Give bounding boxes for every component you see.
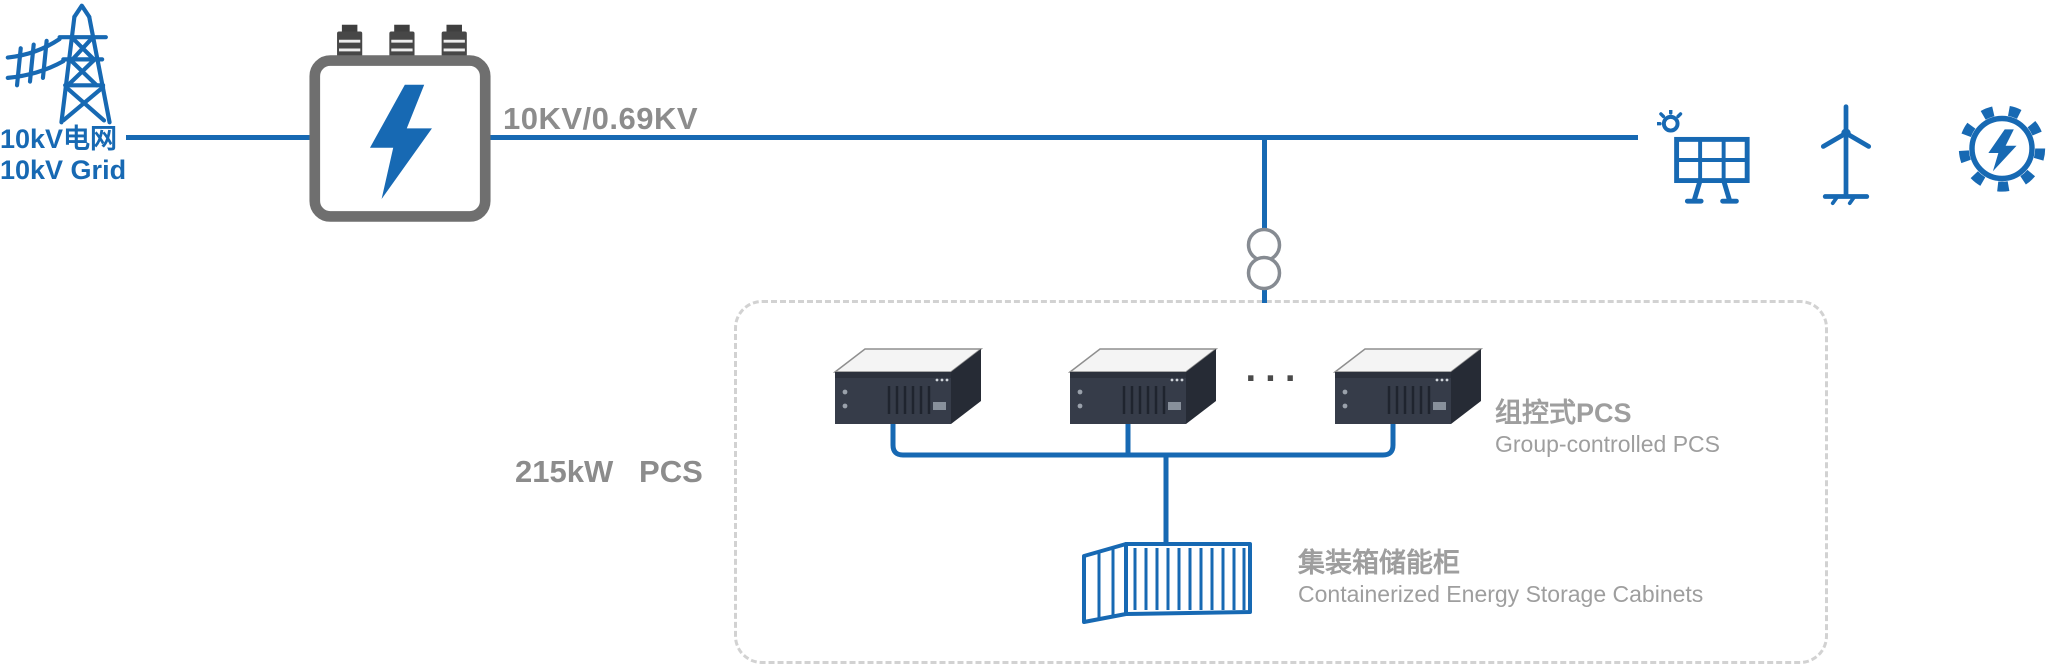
voltage-label: 10KV/0.69KV [503, 101, 699, 136]
grid-label: 10kV电网 10kV Grid [0, 124, 170, 186]
storage-container-icon [1082, 542, 1252, 624]
pcs-group-label: 组控式PCS Group-controlled PCS [1495, 398, 1825, 459]
grid-drop-line [1262, 137, 1267, 303]
winding-symbol-icon [1246, 227, 1282, 291]
gear-teeth [1958, 105, 2046, 192]
pcs-group-label-zh: 组控式PCS [1495, 398, 1632, 428]
pcs-unit-icon [833, 348, 983, 424]
transmission-tower-icon [5, 3, 112, 125]
lightning-bolt-icon [1988, 129, 2017, 172]
wind-turbine-icon [1820, 104, 1872, 206]
storage-system-boundary [734, 300, 1828, 664]
pcs-unit-icon [1333, 348, 1483, 424]
pcs-bus-connector [890, 424, 1396, 546]
generator-gear-icon [1958, 105, 2046, 192]
storage-label-en: Containerized Energy Storage Cabinets [1298, 581, 1704, 607]
pcs-unit-icon [1068, 348, 1218, 424]
lightning-bolt-icon [369, 84, 432, 200]
pcs-group-label-en: Group-controlled PCS [1495, 431, 1720, 457]
grid-label-en: 10kV Grid [0, 155, 127, 185]
transformer-icon [309, 24, 491, 222]
storage-container-label: 集装箱储能柜 Containerized Energy Storage Cabi… [1298, 548, 1778, 609]
pcs-ellipsis: ··· [1245, 358, 1305, 400]
grid-label-zh: 10kV电网 [0, 124, 118, 154]
transformer-bushings [337, 24, 467, 62]
solar-panel-icon [1657, 110, 1750, 204]
pcs-rating-label: 215kW PCS [515, 454, 703, 489]
main-bus-line [126, 135, 1638, 140]
storage-label-zh: 集装箱储能柜 [1298, 548, 1460, 578]
